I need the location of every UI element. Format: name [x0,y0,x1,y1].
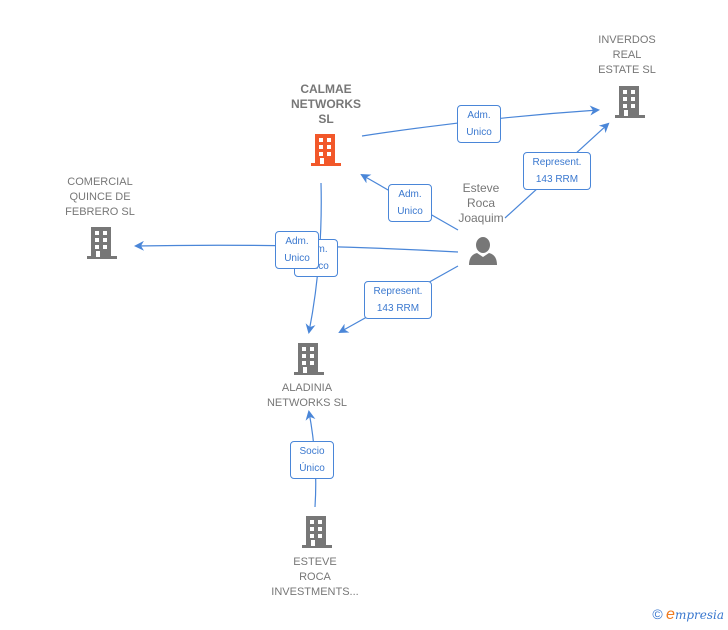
edge-label-person-inverdos: Represent. 143 RRM [523,152,591,190]
edge-label-person-comercial: Adm. Unico [275,231,319,269]
building-icon[interactable] [613,84,647,120]
node-label: Esteve Roca Joaquim [458,181,504,225]
node-esteve-investments[interactable]: ESTEVE ROCA INVESTMENTS... [256,555,374,600]
person-icon[interactable] [467,235,499,267]
copyright-icon: © [652,606,663,622]
node-aladinia[interactable]: ALADINIA NETWORKS SL [254,381,360,411]
brand-logo-text: mpresia [674,608,724,622]
building-icon[interactable] [309,132,343,168]
building-icon[interactable] [292,341,326,377]
node-inverdos[interactable]: INVERDOS REAL ESTATE SL [582,33,672,78]
node-label: INVERDOS REAL ESTATE SL [598,34,656,76]
building-icon[interactable] [300,514,334,550]
brand-logo-initial: e [666,606,675,623]
node-comercial[interactable]: COMERCIAL QUINCE DE FEBRERO SL [52,175,148,220]
node-label: ALADINIA NETWORKS SL [266,382,348,409]
footer-brand: © empresia [652,606,724,624]
node-label: ESTEVE ROCA INVESTMENTS... [271,556,359,598]
edge-label-esteveinv-aladinia: Socio Único [290,441,334,479]
edge-label-calmae-inverdos: Adm. Unico [457,105,501,143]
node-label: CALMAE NETWORKS SL [291,82,361,126]
edge-label-person-calmae: Adm. Unico [388,184,432,222]
node-label: COMERCIAL QUINCE DE FEBRERO SL [65,176,135,218]
node-esteve-person[interactable]: Esteve Roca Joaquim [446,181,516,226]
edge-label-person-aladinia: Represent. 143 RRM [364,281,432,319]
building-icon[interactable] [85,225,119,261]
node-calmae[interactable]: CALMAE NETWORKS SL [276,82,376,127]
